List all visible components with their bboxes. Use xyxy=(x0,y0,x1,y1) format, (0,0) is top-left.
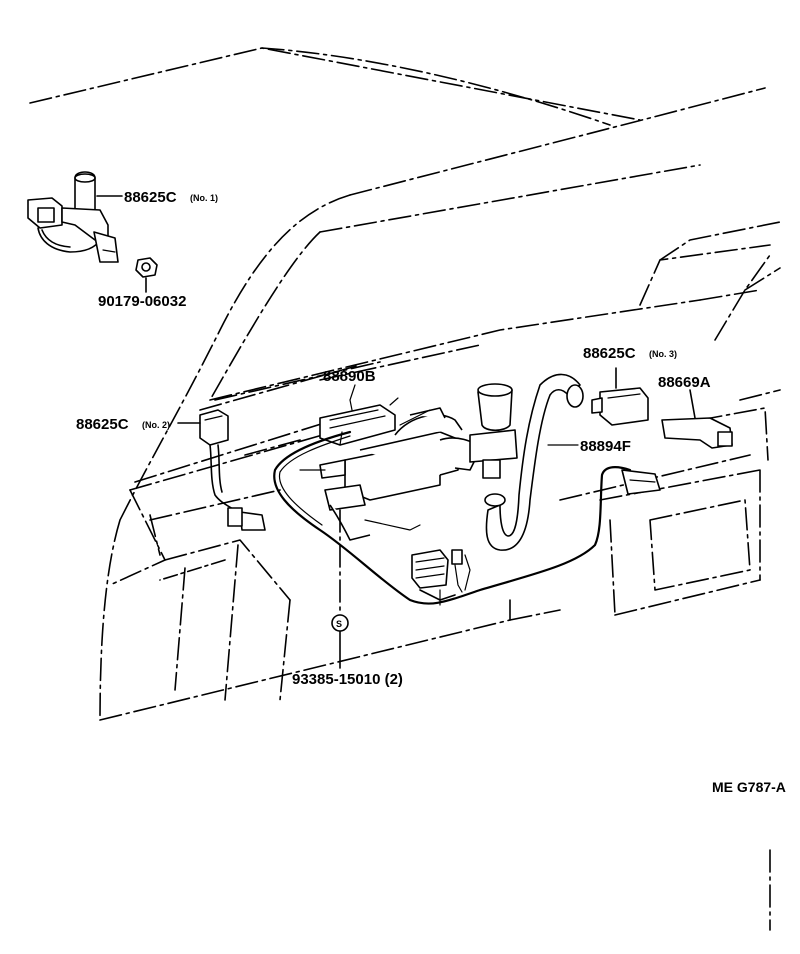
connector-right xyxy=(621,469,661,495)
vehicle-body-outline xyxy=(29,47,781,931)
screw-symbol: S xyxy=(331,614,349,632)
label-93385-15010: 93385-15010 (2) xyxy=(292,671,403,688)
relay-88669A xyxy=(661,389,733,449)
cooler-unit-body xyxy=(299,407,481,541)
leader-lines xyxy=(339,384,579,669)
sensor-88625C-no1 xyxy=(27,171,123,263)
hose-88894F xyxy=(469,373,584,551)
label-90179-06032: 90179-06032 xyxy=(98,293,186,310)
label-88625C-no3-sub: (No. 3) xyxy=(649,349,677,359)
connector-center xyxy=(411,549,471,606)
label-88890B: 88890B xyxy=(323,368,376,385)
label-88669A: 88669A xyxy=(658,374,711,391)
diagram-code: ME G787-A xyxy=(712,779,786,795)
sensor-88625C-no2 xyxy=(177,409,266,531)
label-88625C-no2: 88625C xyxy=(76,416,129,433)
sensor-88625C-no3 xyxy=(591,367,649,426)
nut-90179-06032 xyxy=(135,257,158,293)
screw-symbol-letter: S xyxy=(336,619,342,629)
label-88625C-no2-sub: (No. 2) xyxy=(142,420,170,430)
label-88625C-no1: 88625C xyxy=(124,189,177,206)
label-88894F: 88894F xyxy=(580,438,631,455)
label-88625C-no1-sub: (No. 1) xyxy=(190,193,218,203)
label-88625C-no3: 88625C xyxy=(583,345,636,362)
